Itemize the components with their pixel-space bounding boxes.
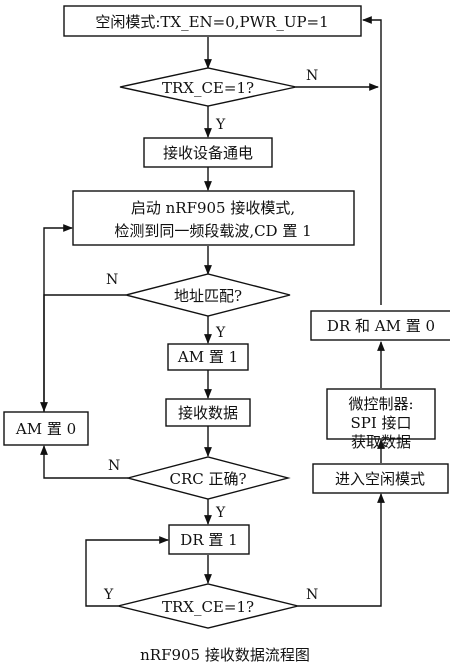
label-top-yes: Y <box>215 117 226 133</box>
power-up-text: 接收设备通电 <box>163 144 253 162</box>
trx-ce-decision-bottom: TRX_CE=1? <box>117 583 299 629</box>
enter-idle-text: 进入空闲模式 <box>335 470 425 488</box>
edge-bottom-no <box>298 493 385 607</box>
mcu-spi-box: 微控制器: SPI 接口 获取数据 <box>326 388 436 451</box>
start-rx-line1: 启动 nRF905 接收模式, <box>131 199 295 217</box>
idle-mode-text: 空闲模式:TX_EN=0,PWR_UP=1 <box>95 13 328 31</box>
label-addr-yes: Y <box>215 325 226 341</box>
mcu-line3: 获取数据 <box>351 433 411 451</box>
label-crc-no: N <box>108 458 120 474</box>
trx-ce-top-text: TRX_CE=1? <box>162 79 254 97</box>
am-set-0-box: AM 置 0 <box>3 411 89 446</box>
dr-am-clear-box: DR 和 AM 置 0 <box>310 310 450 341</box>
label-bottom-yes: Y <box>103 587 114 603</box>
start-rx-box: 启动 nRF905 接收模式, 检测到同一频段载波,CD 置 1 <box>72 190 355 246</box>
am-set-1-text: AM 置 1 <box>177 348 238 366</box>
edge-addr-no <box>40 294 126 412</box>
addr-match-text: 地址匹配? <box>174 287 242 305</box>
am-set-0-text: AM 置 0 <box>15 420 76 438</box>
label-top-no: N <box>306 68 318 84</box>
edge-am0-to-rx <box>43 224 73 443</box>
receive-data-text: 接收数据 <box>178 404 238 422</box>
edge-return-to-idle <box>362 16 382 305</box>
edge-crc-no <box>40 445 128 479</box>
enter-idle-box: 进入空闲模式 <box>312 463 449 494</box>
dr-am-clear-text: DR 和 AM 置 0 <box>327 317 435 335</box>
dr-set-1-text: DR 置 1 <box>180 531 237 549</box>
crc-text: CRC 正确? <box>169 470 246 488</box>
mcu-line1: 微控制器: <box>348 395 413 413</box>
dr-set-1-box: DR 置 1 <box>168 524 250 555</box>
trx-ce-bottom-text: TRX_CE=1? <box>162 598 254 616</box>
label-crc-yes: Y <box>215 505 226 521</box>
figure-caption: nRF905 接收数据流程图 <box>140 646 310 664</box>
power-up-box: 接收设备通电 <box>143 137 273 168</box>
start-rx-line2: 检测到同一频段载波,CD 置 1 <box>114 222 311 240</box>
idle-mode-box: 空闲模式:TX_EN=0,PWR_UP=1 <box>63 5 362 37</box>
trx-ce-decision-top: TRX_CE=1? <box>119 67 297 107</box>
edges <box>40 16 385 607</box>
crc-decision: CRC 正确? <box>125 456 291 500</box>
label-bottom-no: N <box>306 587 318 603</box>
am-set-1-box: AM 置 1 <box>167 343 249 371</box>
mcu-line2: SPI 接口 <box>350 414 411 432</box>
receive-data-box: 接收数据 <box>165 398 251 427</box>
addr-match-decision: 地址匹配? <box>125 273 291 317</box>
edge-bottom-yes-loop <box>85 536 169 607</box>
label-addr-no: N <box>106 272 118 288</box>
